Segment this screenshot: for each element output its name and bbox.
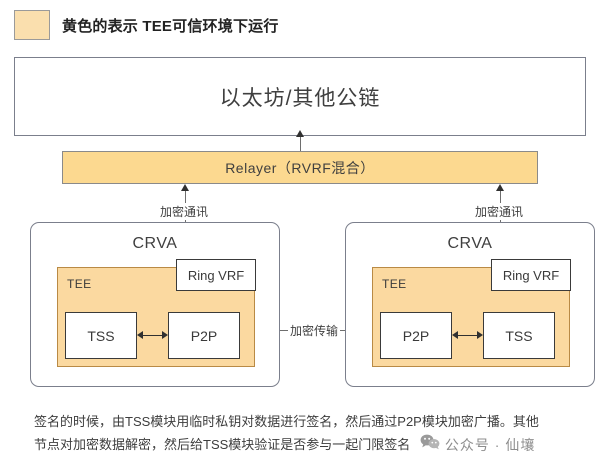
legend: 黄色的表示 TEE可信环境下运行 <box>14 10 279 40</box>
arrowhead-right-node-to-relayer-icon <box>496 184 504 191</box>
watermark: 公众号 · 仙壤 <box>420 434 535 457</box>
edge-label-encrypted-comm-left: 加密通讯 <box>158 203 211 220</box>
edge-label-encrypted-transfer: 加密传输 <box>288 322 341 339</box>
arrowhead-tss-p2p-left-end-icon <box>162 331 168 339</box>
tee-box-right: TEE Ring VRF P2P TSS <box>372 259 571 367</box>
legend-color-swatch <box>14 10 50 40</box>
tee-label-left: TEE <box>67 277 92 291</box>
p2p-box-right: P2P <box>380 312 452 359</box>
tss-box-right: TSS <box>483 312 555 359</box>
caption-line-1: 签名的时候，由TSS模块用临时私钥对数据进行签名，然后通过P2P模块加密广播。其… <box>34 414 539 429</box>
caption-line-2: 节点对加密数据解密，然后给TSS模块验证是否参与一起门限签名 <box>34 437 411 452</box>
public-chain-label: 以太坊/其他公链 <box>219 86 381 110</box>
legend-label: 黄色的表示 TEE可信环境下运行 <box>62 17 279 35</box>
tee-box-left: TEE Ring VRF TSS P2P <box>57 259 256 367</box>
arrowhead-relayer-to-chain-icon <box>296 130 304 137</box>
tee-label-right: TEE <box>382 277 407 291</box>
caption: 签名的时候，由TSS模块用临时私钥对数据进行签名，然后通过P2P模块加密广播。其… <box>34 410 586 457</box>
public-chain-box: 以太坊/其他公链 <box>14 57 586 136</box>
p2p-box-left: P2P <box>168 312 240 359</box>
arrowhead-p2p-tss-right-end-icon <box>477 331 483 339</box>
connector-p2p-tss-right <box>455 335 480 336</box>
tss-box-left: TSS <box>65 312 137 359</box>
crva-node-right-title: CRVA <box>447 235 493 252</box>
wechat-icon <box>420 434 440 457</box>
ring-vrf-box-right: Ring VRF <box>491 259 571 291</box>
edge-label-encrypted-comm-right: 加密通讯 <box>473 203 526 220</box>
arrowhead-tss-p2p-left-start-icon <box>137 331 143 339</box>
connector-tss-p2p-left <box>140 335 165 336</box>
watermark-text: 公众号 · 仙壤 <box>444 437 536 454</box>
crva-node-left: CRVA TEE Ring VRF TSS P2P <box>30 222 280 387</box>
connector-relayer-to-chain <box>300 136 301 151</box>
caption-line-2-wrap: 节点对加密数据解密，然后给TSS模块验证是否参与一起门限签名 公众号 · 仙壤 <box>34 433 586 457</box>
crva-node-right: CRVA TEE Ring VRF P2P TSS <box>345 222 595 387</box>
crva-node-left-title: CRVA <box>132 235 178 252</box>
arrowhead-left-node-to-relayer-icon <box>181 184 189 191</box>
relayer-box: Relayer（RVRF混合） <box>62 151 538 184</box>
arrowhead-p2p-tss-right-start-icon <box>452 331 458 339</box>
relayer-label: Relayer（RVRF混合） <box>225 159 375 176</box>
ring-vrf-box-left: Ring VRF <box>176 259 256 291</box>
